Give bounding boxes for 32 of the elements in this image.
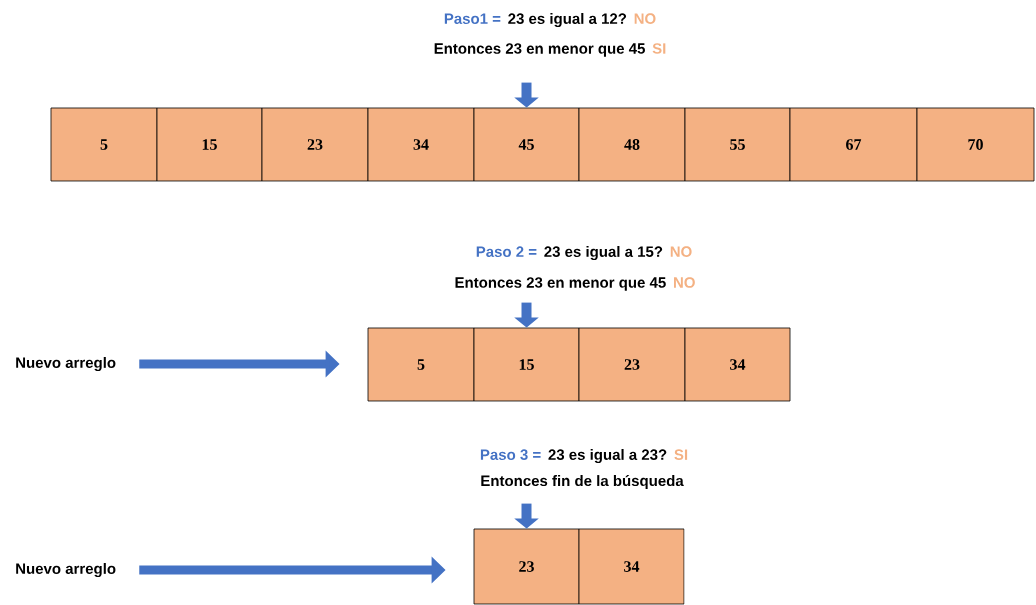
question-text: 23 es igual a 23?: [548, 449, 667, 464]
array-cell: 34: [684, 327, 791, 402]
row-label: Nuevo arreglo: [16, 563, 116, 578]
question-text: Entonces 23 en menor que 45: [455, 277, 666, 291]
array-cell: 5: [50, 107, 158, 182]
question-text: Entonces fin de la búsqueda: [481, 474, 684, 490]
step-label: Paso 2 =: [476, 246, 537, 257]
array-cell: 34: [367, 107, 475, 182]
answer-text: NO: [670, 246, 692, 257]
array-cell: 48: [578, 107, 686, 182]
step-label: Paso1 =: [444, 13, 501, 24]
answer-text: SI: [674, 449, 688, 460]
array-cell: 70: [916, 107, 1035, 182]
question-text: 23 es igual a 15?: [544, 245, 663, 260]
question-text: 23 es igual a 12?: [508, 12, 627, 27]
array-cell: 23: [578, 327, 686, 402]
array-cell: 15: [156, 107, 263, 182]
row-label: Nuevo arreglo: [16, 356, 116, 372]
array-cell: 67: [789, 107, 918, 182]
array-cell: 34: [578, 528, 685, 605]
answer-text: NO: [674, 277, 695, 288]
answer-text: SI: [652, 43, 666, 54]
array-cell: 23: [473, 528, 580, 605]
node-label: 23: [519, 561, 534, 572]
array-cell: 45: [473, 107, 580, 182]
array-cell: 55: [684, 107, 791, 182]
question-text: Entonces 23 en menor que 45: [434, 43, 645, 57]
array-cell: 15: [473, 327, 580, 402]
answer-text: NO: [634, 13, 656, 24]
array-cell: 5: [367, 327, 475, 402]
step-label: Paso 3 =: [480, 449, 541, 460]
array-cell: 23: [261, 107, 369, 182]
